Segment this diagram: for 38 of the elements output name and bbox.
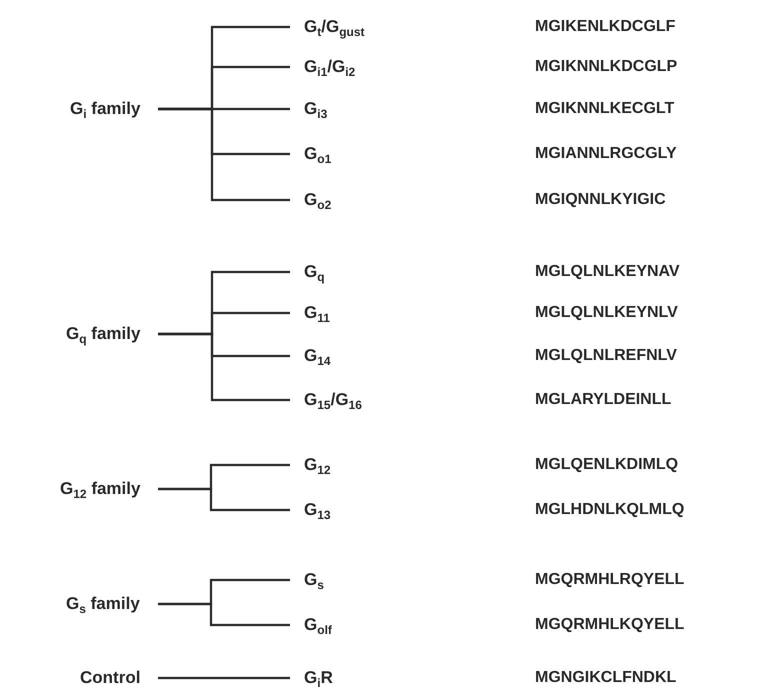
tree-branch-line xyxy=(158,676,290,680)
subtype-label: G$_{12}$ xyxy=(304,455,331,474)
tree-branch-line xyxy=(158,108,290,202)
sequence-text: MGLQLNLREFNLV xyxy=(535,346,677,366)
sequence-text: MGLQENLKDIMLQ xyxy=(535,455,678,475)
sequence-text: MGLQLNLKEYNLV xyxy=(535,303,678,323)
sequence-text: MGIKNNLKECGLT xyxy=(535,99,674,119)
subtype-label: G$_{o2}$ xyxy=(304,190,332,209)
subtype-label: G$_{q}$ xyxy=(304,262,325,281)
subtype-label: G$_{14}$ xyxy=(304,346,331,365)
subtype-label: G$_{t}$/G$_{gust}$ xyxy=(304,17,365,36)
sequence-text: MGLARYLDEINLL xyxy=(535,390,672,410)
sequence-text: MGIANNLRGCGLY xyxy=(535,144,677,164)
sequence-text: MGLQLNLKEYNAV xyxy=(535,262,680,282)
subtype-label: G$_{olf}$ xyxy=(304,615,332,634)
tree-branch-line xyxy=(158,602,290,626)
subtype-label: G$_{i3}$ xyxy=(304,99,328,118)
sequence-text: MGNGIKCLFNDKL xyxy=(535,668,676,688)
sequence-text: MGQRMHLKQYELL xyxy=(535,615,684,635)
subtype-label: G$_{11}$ xyxy=(304,303,330,322)
family-label: G$_{i}$ family xyxy=(70,99,140,118)
subtype-label: G$_{i1}$/G$_{i2}$ xyxy=(304,57,356,76)
subtype-label: G$_{13}$ xyxy=(304,500,331,519)
subtype-label: G$_{15}$/G$_{16}$ xyxy=(304,390,362,409)
subtype-label: G$_{o1}$ xyxy=(304,144,332,163)
subtype-label: G$_{s}$ xyxy=(304,570,324,589)
family-label: G$_{q}$ family xyxy=(66,324,140,343)
sequence-text: MGIKENLKDCGLF xyxy=(535,17,676,37)
sequence-text: MGIKNNLKDCGLP xyxy=(535,57,678,77)
sequence-text: MGIQNNLKYIGIC xyxy=(535,190,666,210)
family-label: G$_{s}$ family xyxy=(66,594,140,613)
tree-branch-line xyxy=(158,332,290,402)
sequence-text: MGLHDNLKQLMLQ xyxy=(535,500,684,520)
subtype-label: G$_{i}$R xyxy=(304,668,333,687)
sequence-text: MGQRMHLRQYELL xyxy=(535,570,684,590)
family-label: Control xyxy=(80,668,140,687)
tree-branch-line xyxy=(158,488,290,512)
family-label: G$_{12}$ family xyxy=(60,479,140,498)
